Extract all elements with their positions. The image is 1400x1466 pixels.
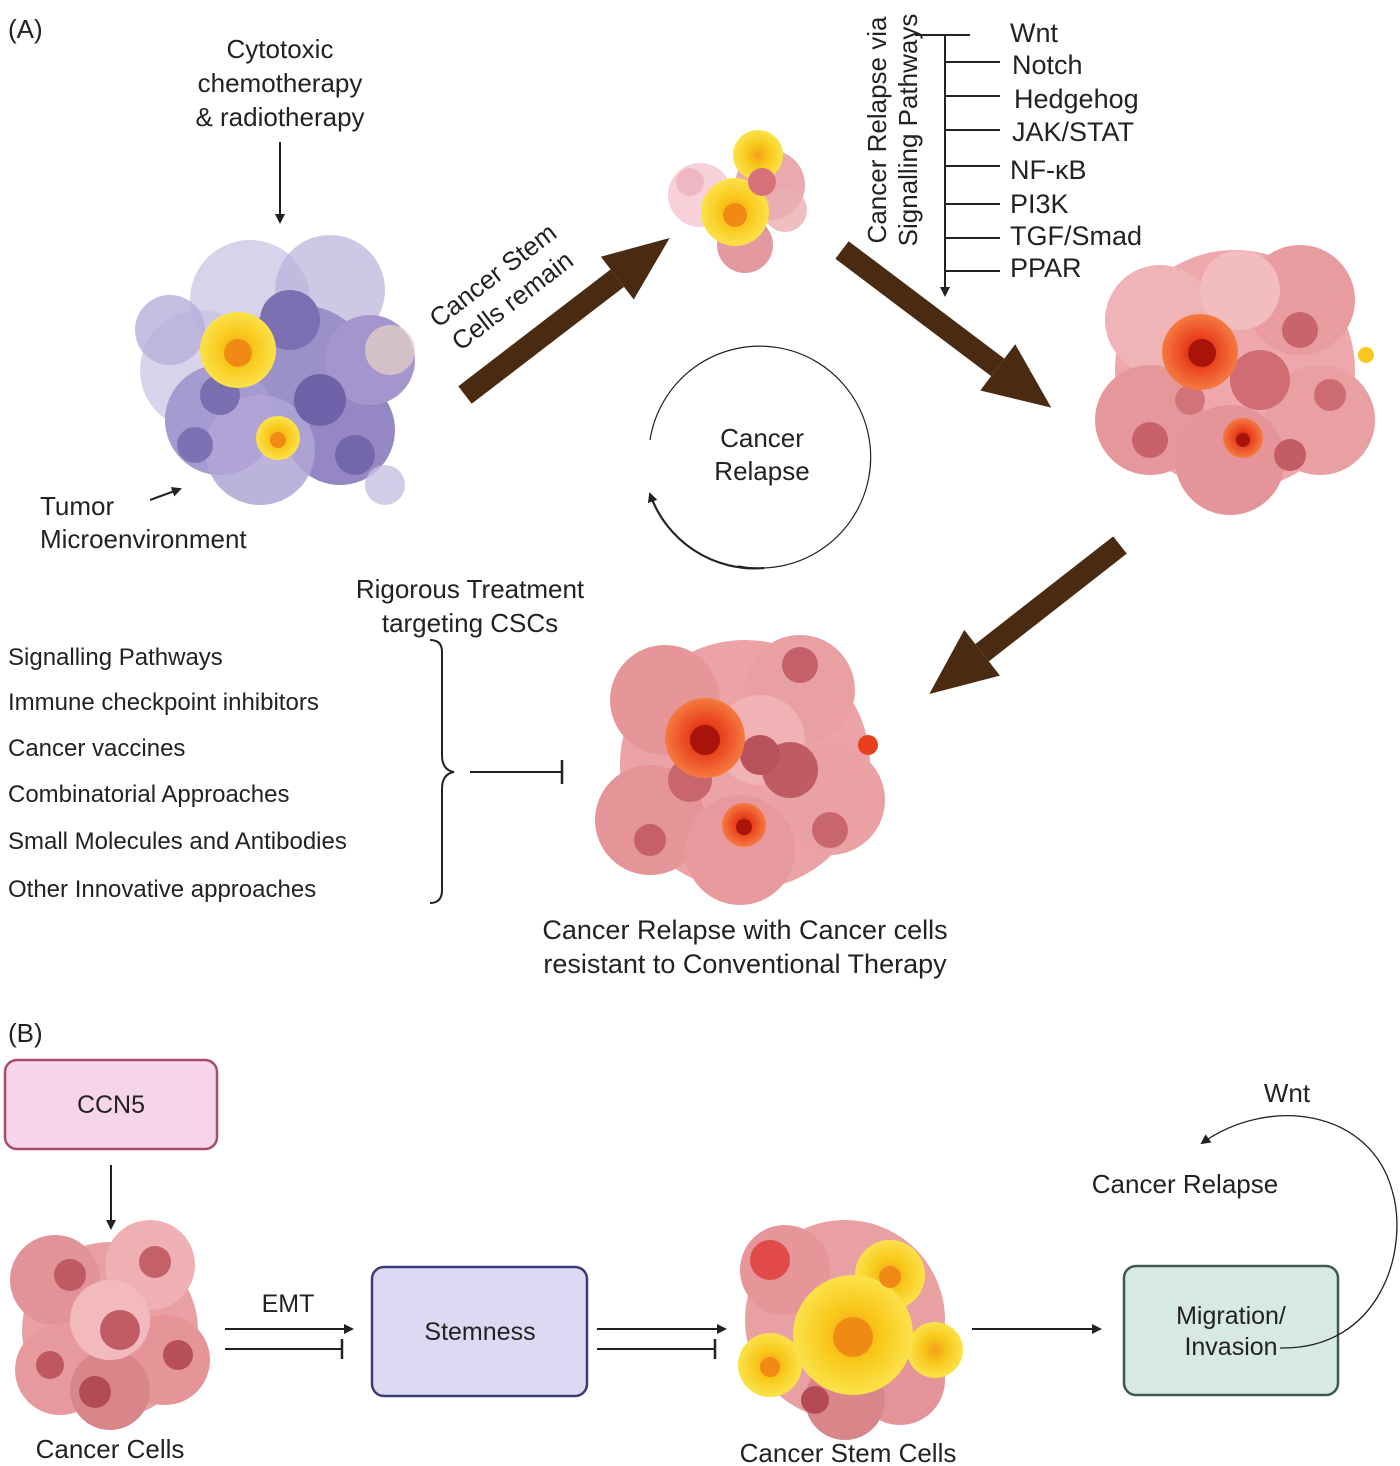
- cancer-cells-cluster: [10, 1220, 210, 1430]
- csc-cluster: [668, 130, 807, 273]
- pathway-item: PI3K: [1010, 189, 1069, 219]
- svg-text:targeting CSCs: targeting CSCs: [382, 608, 558, 638]
- relapse-cycle: [647, 345, 872, 570]
- pathway-item: Hedgehog: [1014, 84, 1139, 114]
- migration-box: Migration/ Invasion: [1122, 1264, 1340, 1397]
- approach-item: Other Innovative approaches: [8, 876, 316, 903]
- inhibition-bar: [470, 760, 564, 784]
- approach-item: Combinatorial Approaches: [8, 781, 290, 808]
- resistant-label: Cancer Relapse with Cancer cells resista…: [542, 915, 947, 979]
- tme-arrow: [149, 487, 182, 501]
- svg-text:Microenvironment: Microenvironment: [40, 524, 247, 554]
- resistance-arrow: [929, 536, 1127, 694]
- pathway-title: Cancer Relapse via Signalling Pathways: [862, 14, 923, 247]
- svg-text:Cancer: Cancer: [720, 423, 804, 453]
- csc-remain-arrow: [458, 237, 670, 404]
- pathway-item: Notch: [1012, 50, 1083, 80]
- approach-item: Small Molecules and Antibodies: [8, 828, 347, 855]
- svg-text:resistant to Conventional Ther: resistant to Conventional Therapy: [543, 949, 947, 979]
- stemness-box: Stemness: [370, 1265, 589, 1398]
- emt-inhibition: [225, 1339, 344, 1359]
- panel-b-label: (B): [8, 1018, 43, 1048]
- approach-item: Immune checkpoint inhibitors: [8, 689, 319, 716]
- svg-text:Cancer Relapse with Cancer cel: Cancer Relapse with Cancer cells: [542, 915, 947, 945]
- svg-text:Cancer Relapse via: Cancer Relapse via: [862, 16, 892, 243]
- panel-a-label: (A): [8, 14, 43, 44]
- resistant-tumor: [595, 635, 885, 905]
- rigorous-treatment-label: Rigorous Treatment targeting CSCs: [356, 574, 585, 638]
- invasion-label: Invasion: [1184, 1333, 1277, 1361]
- pathway-list: Wnt Notch Hedgehog JAK/STAT NF-κB PI3K T…: [1010, 18, 1142, 283]
- csc-label: Cancer Stem Cells: [740, 1438, 957, 1466]
- cancer-cells-label: Cancer Cells: [36, 1434, 185, 1464]
- approach-item: Cancer vaccines: [8, 735, 185, 762]
- pathway-item: Wnt: [1010, 18, 1059, 48]
- cycle-label: Cancer Relapse: [714, 423, 809, 486]
- pathway-item: TGF/Smad: [1010, 221, 1142, 251]
- ccn5-label: CCN5: [77, 1091, 145, 1119]
- svg-text:Signalling Pathways: Signalling Pathways: [893, 14, 923, 247]
- primary-tumor: [135, 235, 415, 505]
- approach-list: Signalling Pathways Immune checkpoint in…: [8, 644, 347, 903]
- pathway-item: NF-κB: [1010, 155, 1087, 185]
- svg-text:chemotherapy: chemotherapy: [198, 68, 363, 98]
- cancer-stem-cells-cluster: [738, 1220, 963, 1440]
- relapse-arrow: [835, 241, 1052, 408]
- svg-text:& radiotherapy: & radiotherapy: [195, 102, 364, 132]
- pathway-tree: [915, 34, 1000, 297]
- wnt-label: Wnt: [1264, 1078, 1311, 1108]
- approach-brace: [429, 639, 455, 904]
- emt-label: EMT: [262, 1290, 315, 1318]
- treatment-label: Cytotoxic chemotherapy & radiotherapy: [195, 34, 364, 132]
- svg-text:Relapse: Relapse: [714, 456, 809, 486]
- svg-text:Tumor: Tumor: [40, 491, 114, 521]
- relapse-label: Cancer Relapse: [1092, 1169, 1278, 1199]
- ccn5-box: CCN5: [3, 1058, 219, 1151]
- svg-text:Rigorous Treatment: Rigorous Treatment: [356, 574, 585, 604]
- approach-item: Signalling Pathways: [8, 644, 223, 671]
- wnt-feedback-arc: [1200, 1115, 1398, 1349]
- tme-label: Tumor Microenvironment: [40, 491, 247, 554]
- svg-text:Cytotoxic: Cytotoxic: [227, 34, 334, 64]
- relapsed-tumor: [1095, 245, 1375, 515]
- stemness-label: Stemness: [424, 1318, 535, 1346]
- pathway-item: PPAR: [1010, 253, 1082, 283]
- pathway-item: JAK/STAT: [1012, 117, 1134, 147]
- migration-label: Migration/: [1176, 1302, 1286, 1330]
- stemness-inhibition: [597, 1339, 717, 1359]
